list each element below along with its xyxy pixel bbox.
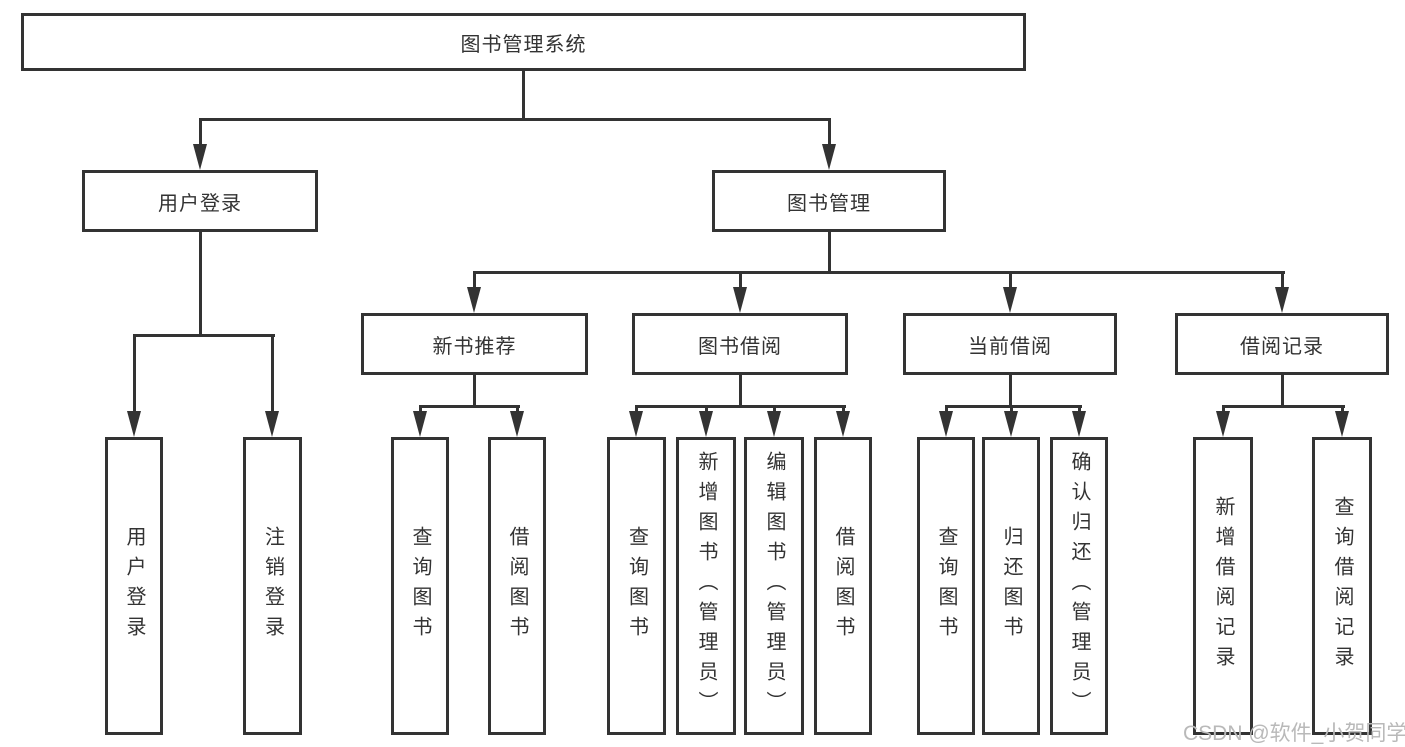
connector-vline [473,375,476,408]
leaf-query-book-current: 查询图书 [917,437,975,735]
connector-hline [635,405,846,408]
leaf-query-book-recommend: 查询图书 [391,437,449,735]
node-current-borrow: 当前借阅 [903,313,1117,375]
leaf-query-borrow-record-label: 查询借阅记录 [1331,496,1353,676]
node-new-book-recommend-label: 新书推荐 [432,335,517,358]
node-book-management: 图书管理 [712,170,946,232]
connector-vline [271,334,274,416]
leaf-logout-label: 注销登录 [261,526,284,646]
connector-vline [199,232,202,337]
leaf-return-book-label: 归还图书 [1000,526,1022,646]
connector-vline [739,271,742,291]
leaf-add-book-admin-label: 新增图书（管理员） [695,451,717,721]
connector-vline [133,334,136,416]
arrow-down-icon [822,144,836,170]
leaf-borrow-book-recommend: 借阅图书 [488,437,546,735]
node-user-login-label: 用户登录 [158,192,242,215]
connector-vline [473,271,476,291]
connector-vline [1281,375,1284,408]
leaf-confirm-return-admin-label: 确认归还（管理员） [1068,451,1090,721]
connector-vline [1009,271,1012,291]
connector-vline [199,118,202,148]
connector-hline [945,405,1082,408]
leaf-add-borrow-record: 新增借阅记录 [1193,437,1253,735]
leaf-borrow-book-main: 借阅图书 [814,437,872,735]
connector-vline [516,405,519,415]
arrow-down-icon [699,411,713,437]
connector-vline [635,405,638,415]
leaf-query-book-recommend-label: 查询图书 [409,526,431,646]
node-book-management-label: 图书管理 [787,192,871,215]
arrow-down-icon [836,411,850,437]
node-root-label: 图书管理系统 [460,33,587,56]
arrow-down-icon [1004,411,1018,437]
node-borrow-records-label: 借阅记录 [1240,335,1324,358]
arrow-down-icon [510,411,524,437]
connector-hline [419,405,520,408]
leaf-borrow-book-recommend-label: 借阅图书 [506,526,528,646]
connector-vline [828,232,831,274]
node-borrow-records: 借阅记录 [1175,313,1389,375]
arrow-down-icon [1275,287,1289,313]
csdn-watermark: CSDN @软件_小贺同学 [1183,722,1405,745]
arrow-down-icon [629,411,643,437]
leaf-query-book-borrow-label: 查询图书 [625,526,648,646]
connector-vline [1341,405,1344,415]
leaf-return-book: 归还图书 [982,437,1040,735]
connector-vline [828,118,831,148]
arrow-down-icon [413,411,427,437]
leaf-confirm-return-admin: 确认归还（管理员） [1050,437,1108,735]
connector-vline [945,405,948,415]
arrow-down-icon [467,287,481,313]
leaf-query-borrow-record: 查询借阅记录 [1312,437,1372,735]
connector-vline [705,405,708,415]
node-user-login: 用户登录 [82,170,318,232]
arrow-down-icon [1072,411,1086,437]
connector-vline [739,375,742,408]
connector-hline [133,334,275,337]
arrow-down-icon [265,411,279,437]
arrow-down-icon [1216,411,1230,437]
connector-vline [419,405,422,415]
leaf-add-borrow-record-label: 新增借阅记录 [1212,496,1234,676]
leaf-edit-book-admin-label: 编辑图书（管理员） [763,451,785,721]
arrow-down-icon [193,144,207,170]
arrow-down-icon [1335,411,1349,437]
connector-hline [473,271,1285,274]
connector-hline [1222,405,1345,408]
connector-hline [199,118,831,121]
leaf-query-book-borrow: 查询图书 [607,437,666,735]
arrow-down-icon [127,411,141,437]
leaf-user-login-label: 用户登录 [123,526,145,646]
arrow-down-icon [767,411,781,437]
connector-vline [1010,405,1013,415]
leaf-add-book-admin: 新增图书（管理员） [676,437,736,735]
leaf-borrow-book-main-label: 借阅图书 [832,526,854,646]
leaf-edit-book-admin: 编辑图书（管理员） [744,437,804,735]
node-root: 图书管理系统 [21,13,1026,71]
node-new-book-recommend: 新书推荐 [361,313,588,375]
leaf-logout: 注销登录 [243,437,302,735]
arrow-down-icon [1003,287,1017,313]
arrow-down-icon [939,411,953,437]
connector-vline [1009,375,1012,408]
leaf-user-login: 用户登录 [105,437,163,735]
connector-vline [1281,271,1284,291]
connector-vline [842,405,845,415]
node-book-borrow-label: 图书借阅 [698,335,782,358]
connector-vline [773,405,776,415]
node-current-borrow-label: 当前借阅 [968,335,1052,358]
arrow-down-icon [733,287,747,313]
node-book-borrow: 图书借阅 [632,313,848,375]
leaf-query-book-current-label: 查询图书 [935,526,957,646]
connector-vline [1078,405,1081,415]
connector-vline [1222,405,1225,415]
connector-vline [522,71,525,119]
